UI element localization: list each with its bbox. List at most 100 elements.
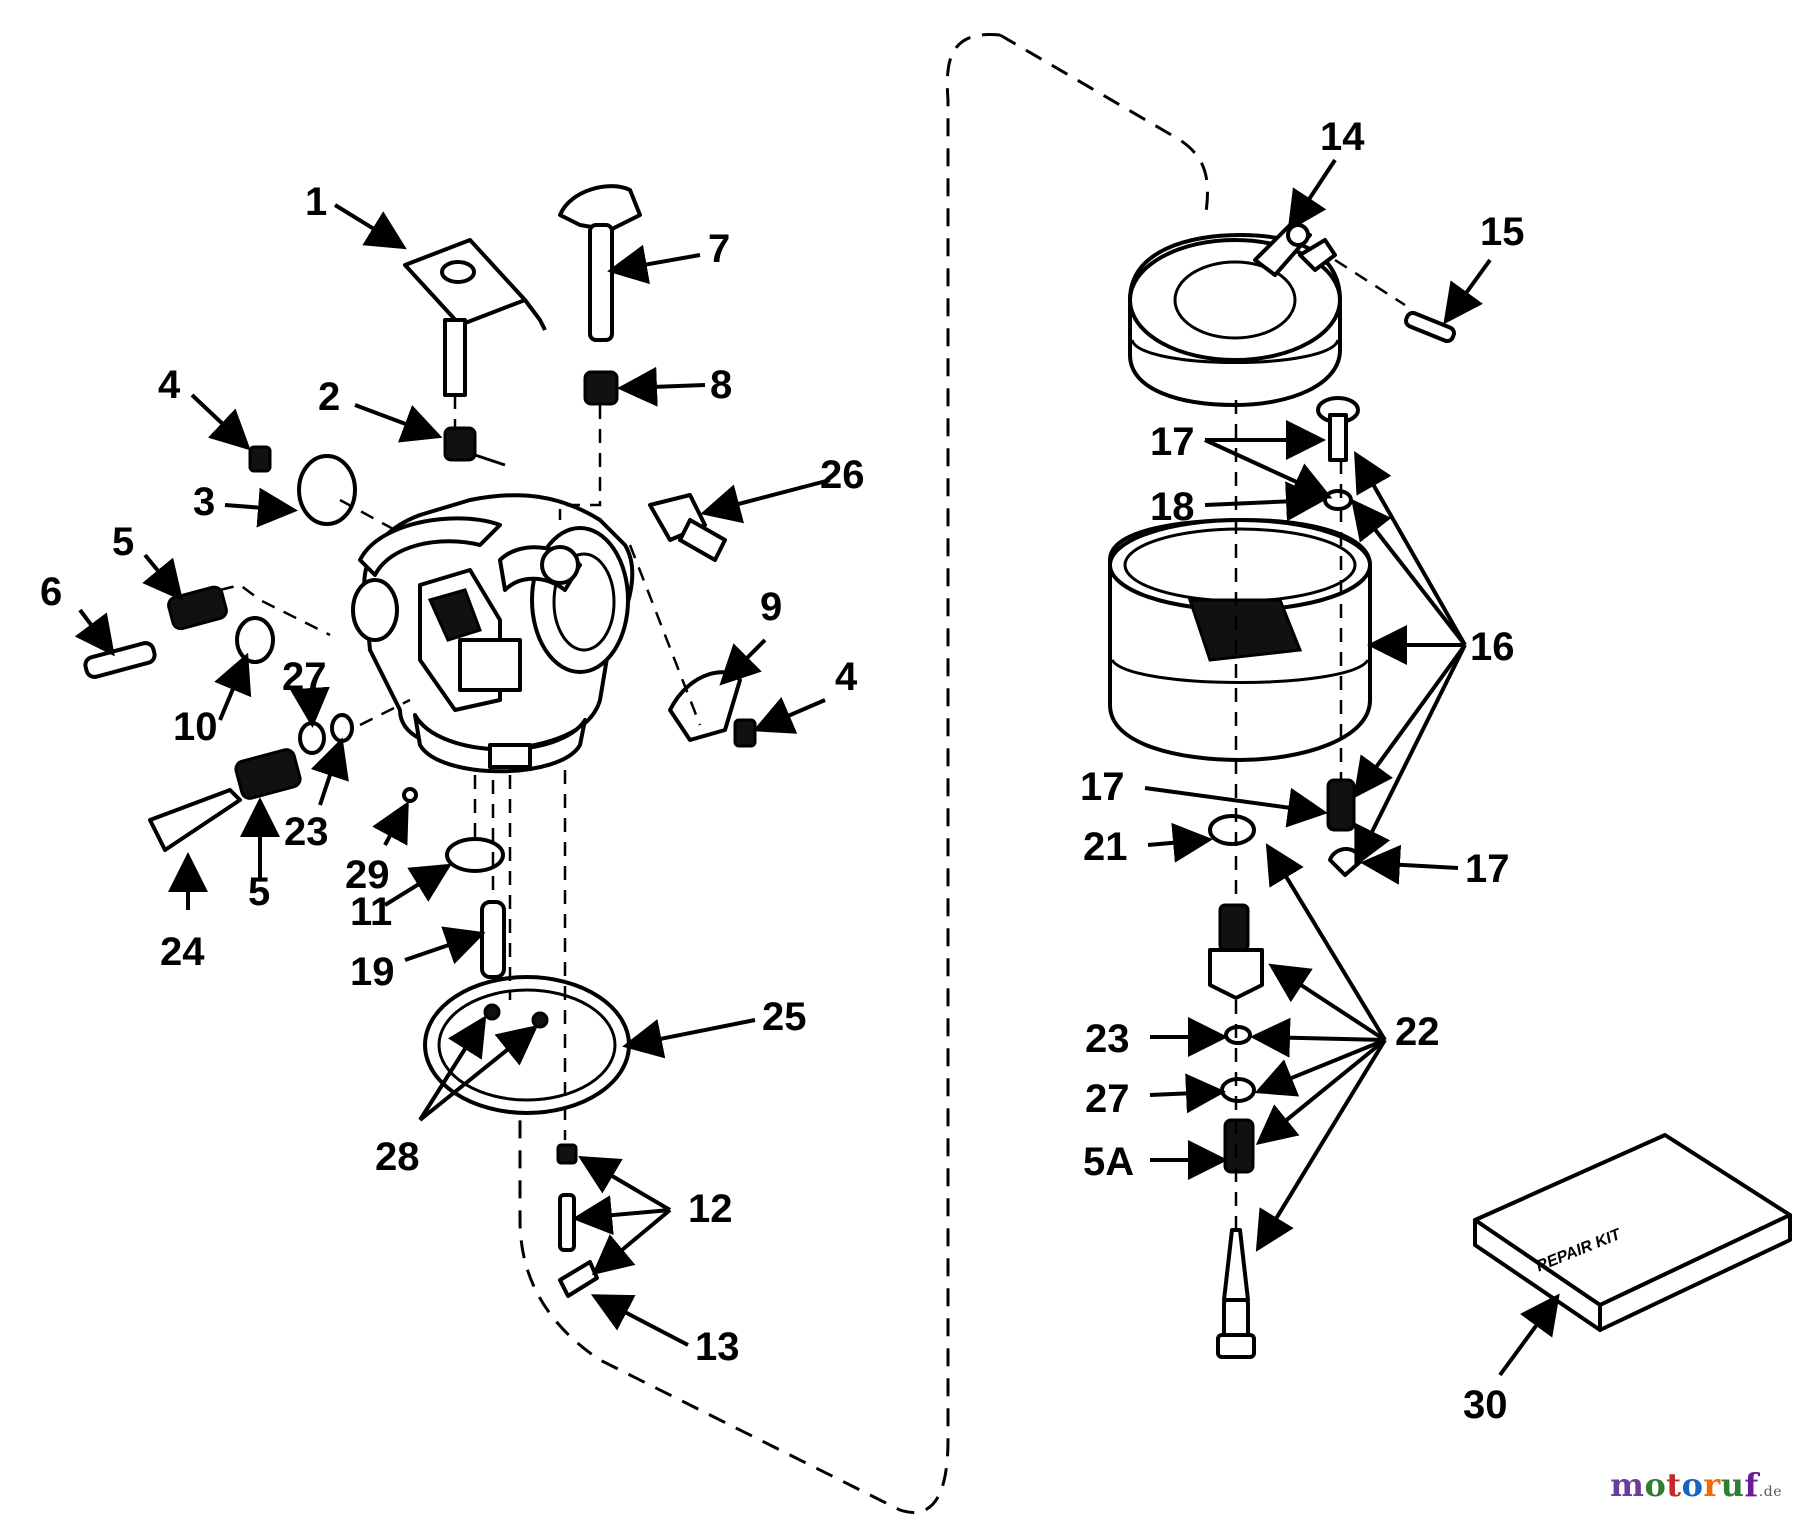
callout-4-upper: 4 [158, 363, 181, 407]
part-23-washer-right [1224, 1025, 1252, 1045]
callout-17-clip: 17 [1465, 847, 1510, 891]
leader-21 [1147, 822, 1213, 863]
part-21-washer [1208, 814, 1256, 846]
callout-27-right: 27 [1085, 1077, 1130, 1121]
part-4-screw-upper [248, 445, 272, 473]
carburetor-body [351, 493, 635, 774]
part-8-spring [583, 370, 619, 406]
callout-23-left: 23 [284, 810, 329, 854]
part-14-float-hinge [1253, 223, 1337, 277]
callout-14: 14 [1320, 115, 1365, 159]
part-13-clip [558, 1260, 599, 1298]
callout-23-right: 23 [1085, 1017, 1130, 1061]
callout-5-lower: 5 [248, 870, 270, 914]
leader-4-upper [190, 393, 251, 451]
part-2-spring [443, 426, 506, 467]
leader-12-b [572, 1195, 671, 1236]
callout-21: 21 [1083, 825, 1128, 869]
callout-8: 8 [710, 363, 732, 407]
part-30-repair-kit: REPAIR KIT [1473, 1133, 1792, 1332]
callout-27-left: 27 [282, 655, 327, 699]
part-28-ball-right [531, 1011, 549, 1029]
leader-12-c [591, 1208, 672, 1276]
leader-22-a [1265, 843, 1387, 1042]
part-19-float-pin [480, 900, 506, 979]
leader-30 [1498, 1293, 1560, 1377]
callout-15: 15 [1480, 210, 1525, 254]
leader-10 [214, 652, 252, 721]
callout-29: 29 [345, 853, 390, 897]
callout-18: 18 [1150, 485, 1195, 529]
leader-22-c [1250, 1017, 1386, 1058]
leader-16-a [1354, 451, 1467, 646]
watermark-logo: motoruf.de [1610, 1466, 1782, 1504]
part-4-screw-lower [733, 718, 757, 748]
part-27-washer-right [1220, 1077, 1256, 1103]
part-27-washer-left [298, 721, 326, 755]
leader-9 [719, 638, 767, 686]
leader-2 [354, 403, 443, 443]
callout-30: 30 [1463, 1383, 1508, 1427]
leader-23-left [310, 737, 349, 806]
part-6-idle-screw [83, 641, 157, 679]
part-23-washer-left [330, 713, 354, 743]
axis-idle [219, 583, 331, 637]
leader-16-e [1354, 644, 1467, 868]
part-3-throttle-plate [297, 454, 357, 526]
leader-22-e [1255, 1038, 1387, 1146]
leader-12-a [578, 1155, 672, 1212]
part-float [1128, 233, 1342, 407]
leader-1 [333, 203, 407, 250]
leader-27-right [1149, 1073, 1226, 1114]
leader-17-spring [1144, 786, 1328, 828]
axis-choke [558, 405, 602, 520]
callout-3: 3 [193, 480, 215, 524]
part-5A-spring [1223, 1118, 1255, 1174]
leader-22-d [1254, 1038, 1386, 1097]
leader-17-top-b [1204, 438, 1333, 500]
axis-hinge-pin [1334, 258, 1406, 307]
axis-mixture [359, 698, 411, 727]
callout-5-upper: 5 [112, 520, 134, 564]
leader-16-d [1353, 643, 1467, 799]
part-17-clip [1328, 847, 1362, 877]
part-22-main-jet [1208, 903, 1264, 1000]
leader-14 [1287, 158, 1337, 232]
leader-22-f [1255, 1038, 1387, 1252]
part-9-choke-plate [668, 670, 742, 742]
leader-15 [1443, 258, 1492, 325]
part-28-ball-left [483, 1003, 501, 1021]
callout-1: 1 [305, 180, 327, 224]
part-12-needle-seat [556, 1143, 578, 1165]
callout-12: 12 [688, 1187, 733, 1231]
callout-10: 10 [173, 705, 218, 749]
part-16-float-bowl [1108, 518, 1372, 762]
leader-7 [607, 244, 701, 285]
callout-25: 25 [762, 995, 807, 1039]
callout-19: 19 [350, 950, 395, 994]
leader-11 [383, 863, 452, 907]
part-1-throttle-lever [403, 238, 547, 397]
leader-5-upper [142, 553, 184, 602]
callout-17-top: 17 [1150, 420, 1195, 464]
leader-28-b [418, 1024, 539, 1122]
leader-13 [590, 1294, 689, 1347]
axis-throttle-plate [339, 498, 396, 532]
leader-8 [617, 366, 706, 407]
assembly-dashed-path [518, 32, 1001, 1514]
part-7-choke-shaft [558, 184, 642, 342]
leader-27-left [289, 686, 330, 728]
callout-4-lower: 4 [835, 655, 858, 699]
leader-18 [1204, 481, 1326, 522]
callout-11: 11 [350, 890, 392, 934]
part-12-needle [558, 1193, 576, 1252]
watermark-brand: motoruf [1610, 1466, 1759, 1504]
callout-24: 24 [160, 930, 205, 974]
callout-13: 13 [695, 1325, 740, 1369]
part-24-mixture-screw [148, 788, 242, 852]
leader-6 [74, 608, 115, 657]
callout-9: 9 [760, 585, 782, 629]
callout-16: 16 [1470, 625, 1515, 669]
callout-17-spring: 17 [1080, 765, 1125, 809]
